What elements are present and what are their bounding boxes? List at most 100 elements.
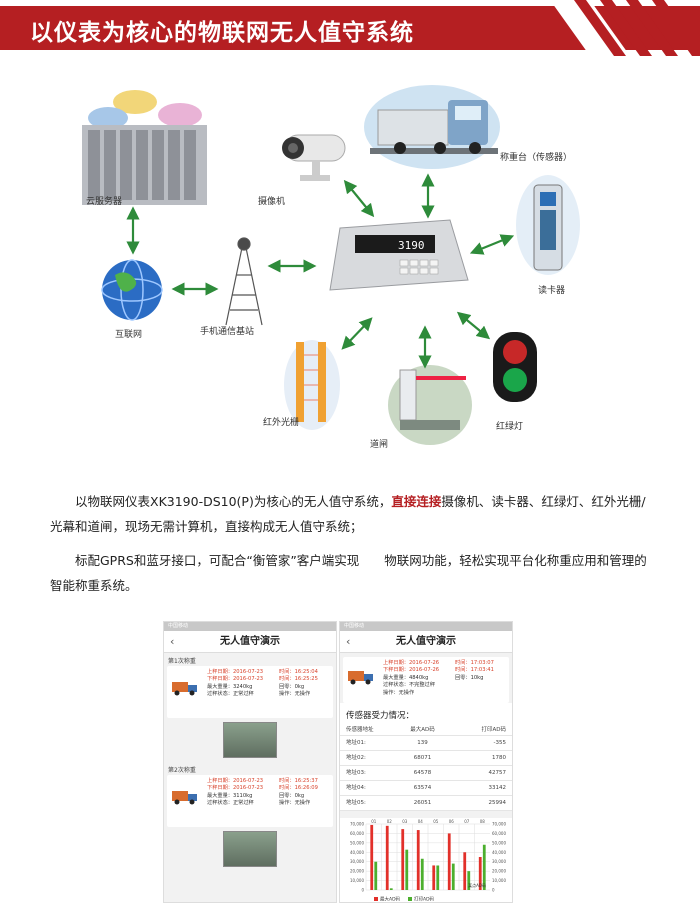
- label-infrared: 红外光栅: [263, 418, 300, 428]
- table-row: 地址01:139-355: [340, 736, 512, 751]
- truck-scale-icon: [364, 85, 500, 169]
- truck-icon: [348, 671, 373, 685]
- y-tick-label-right: 0: [492, 888, 495, 893]
- page-title: 以仪表为核心的物联网无人值守系统: [30, 20, 414, 46]
- bar-最大AD码-04: [416, 830, 420, 890]
- paragraph-2: 标配GPRS和蓝牙接口，可配合“衡管家”客户端实现 物联网功能，轻松实现平台化称…: [50, 553, 647, 593]
- label-tower: 手机通信基站: [200, 327, 255, 337]
- y-tick-label: 0: [361, 888, 364, 893]
- tower-icon: [225, 237, 263, 326]
- legend-label: 打印AD码: [414, 896, 435, 903]
- x-tick-label: 05: [433, 819, 439, 824]
- y-tick-label-right: 10,000: [492, 878, 506, 883]
- weighing-indicator-icon: 3190: [329, 219, 469, 291]
- bar-最大AD码-02: [385, 825, 389, 890]
- label-card-reader: 读卡器: [538, 286, 566, 296]
- bar-最大AD码-07: [463, 852, 467, 890]
- bar-打印AD码-04: [420, 858, 424, 890]
- record-1-title: 第1次称重: [168, 658, 196, 665]
- status-bar: 中国移动: [340, 622, 512, 631]
- legend-swatch-最大AD码: [374, 897, 378, 901]
- x-tick-label: 02: [387, 819, 393, 824]
- barrier-gate-icon: [388, 365, 472, 445]
- para1-highlight: 直接连接: [391, 494, 442, 509]
- label-traffic-light: 红绿灯: [496, 422, 524, 432]
- x-tick-label: 01: [371, 819, 377, 824]
- truck-icon: [172, 791, 197, 805]
- card-reader-icon: [516, 175, 580, 275]
- indicator-display-text: 3190: [398, 239, 425, 252]
- record-2-photo[interactable]: [223, 831, 277, 867]
- para1-part-a: 以物联网仪表XK3190-DS10(P)为核心的无人值守系统，: [75, 494, 392, 509]
- chart-annotation: 某点AD码: [468, 882, 486, 888]
- camera-icon: [282, 134, 346, 181]
- phone-screenshot-left: 中国移动 ‹ 无人值守演示 第1次称重 上秤日期：2016-07-23 时间：1…: [163, 621, 337, 903]
- app-title: 无人值守演示: [220, 636, 280, 647]
- y-tick-label-right: 40,000: [492, 850, 506, 855]
- label-scale: 称重台（传感器）: [500, 153, 573, 163]
- label-camera: 摄像机: [258, 197, 286, 207]
- bar-打印AD码-02: [389, 888, 393, 890]
- header-banner: 以仪表为核心的物联网无人值守系统: [0, 0, 700, 56]
- bar-打印AD码-06: [451, 863, 455, 890]
- bar-打印AD码-05: [436, 865, 440, 890]
- bar-最大AD码-03: [401, 829, 405, 890]
- bar-打印AD码-08: [482, 844, 486, 890]
- y-tick-label-right: 60,000: [492, 831, 506, 836]
- back-arrow-icon[interactable]: ‹: [346, 635, 351, 648]
- legend-swatch-打印AD码: [408, 897, 412, 901]
- record-card[interactable]: 上秤日期：2016-07-26 时间：17:03:07 下秤日期：2016-07…: [343, 657, 509, 703]
- x-tick-label: 03: [402, 819, 408, 824]
- record-2-title: 第2次称重: [168, 767, 196, 774]
- truck-icon: [172, 682, 197, 696]
- phone-screenshot-right: 中国移动 ‹ 无人值守演示 上秤日期：2016-07-26 时间：17:03:0…: [339, 621, 513, 903]
- bar-最大AD码-08: [478, 857, 482, 890]
- traffic-light-icon: [493, 332, 537, 402]
- y-tick-label: 20,000: [350, 869, 364, 874]
- bar-打印AD码-03: [405, 849, 409, 890]
- x-tick-label: 07: [464, 819, 470, 824]
- ad-code-chart: 70,000 70,000 60,000 60,000 50,000 50,000 40,0…: [340, 818, 512, 903]
- bar-打印AD码-01: [374, 861, 378, 890]
- y-tick-label-right: 20,000: [492, 869, 506, 874]
- record-card-2[interactable]: 上秤日期：2016-07-23 时间：16:25:37 下秤日期：2016-07…: [167, 775, 333, 827]
- x-tick-label: 06: [449, 819, 455, 824]
- system-diagram: 3190: [0, 70, 700, 460]
- status-bar: 中国移动: [164, 622, 336, 631]
- infrared-grating-icon: [284, 340, 340, 430]
- bar-最大AD码-06: [447, 833, 451, 890]
- label-internet: 互联网: [115, 330, 143, 340]
- y-tick-label-right: 70,000: [492, 822, 506, 827]
- y-tick-label: 10,000: [350, 878, 364, 883]
- label-barrier: 道闸: [370, 440, 389, 450]
- y-tick-label: 60,000: [350, 831, 364, 836]
- record-card-1[interactable]: 上秤日期：2016-07-23 时间：16:25:04 下秤日期：2016-07…: [167, 666, 333, 718]
- para1-part-b: 摄像机、读卡器、红绿灯、红外光栅/光幕和道闸，现场无需计算机，直接构成无人值守系…: [50, 494, 646, 534]
- paragraph-1: 以物联网仪表XK3190-DS10(P)为核心的无人值守系统，直接连接摄像机、读…: [50, 489, 650, 539]
- y-tick-label: 70,000: [350, 822, 364, 827]
- globe-icon: [101, 259, 163, 321]
- y-tick-label: 50,000: [350, 840, 364, 845]
- banner-stripes-decoration: [550, 0, 700, 56]
- back-arrow-icon[interactable]: ‹: [170, 635, 175, 648]
- bar-最大AD码-05: [432, 865, 436, 890]
- ad-code-chart-svg: 70,000 70,000 60,000 60,000 50,000 50,000 40,0…: [350, 819, 506, 903]
- y-tick-label-right: 30,000: [492, 859, 506, 864]
- sensor-section-title: 传感器受力情况：: [340, 703, 512, 724]
- diagram-graphics: 3190: [82, 85, 580, 445]
- x-tick-label: 08: [480, 819, 486, 824]
- label-cloud-server: 云服务器: [86, 197, 123, 207]
- legend-label: 最大AD码: [380, 896, 401, 903]
- app-title: 无人值守演示: [396, 636, 456, 647]
- y-tick-label-right: 50,000: [492, 840, 506, 845]
- bar-打印AD码-07: [467, 871, 471, 890]
- record-1-photo[interactable]: [223, 722, 277, 758]
- bar-最大AD码-01: [370, 824, 374, 890]
- connection-arrows: [126, 173, 515, 369]
- cloud-server-icon: [82, 90, 207, 205]
